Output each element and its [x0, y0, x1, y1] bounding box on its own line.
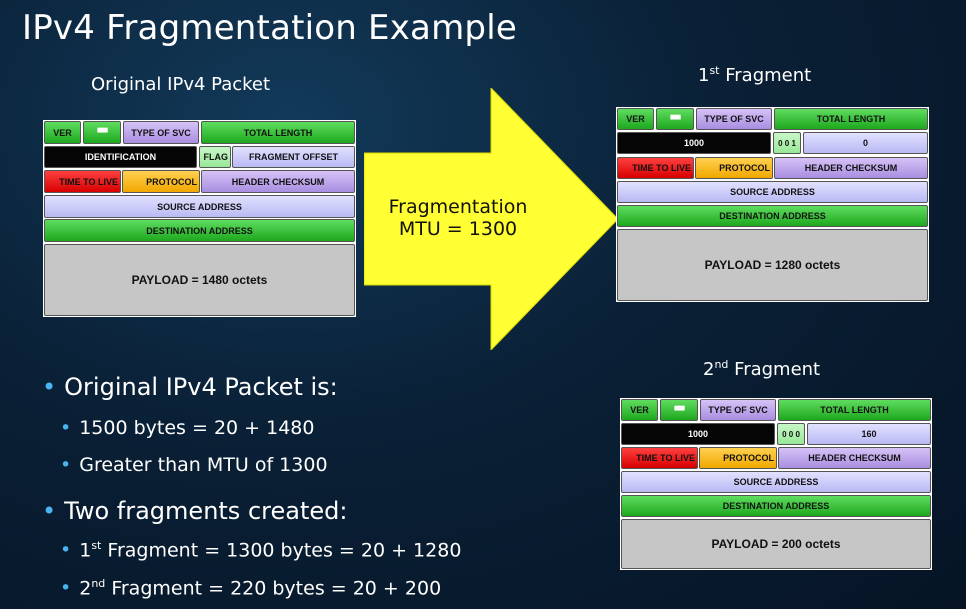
- f2-fragment-offset-field: 160: [807, 423, 931, 445]
- bullet-two-fragments: •Two fragments created:: [42, 497, 348, 525]
- f2-ihl-icon: ▀▀: [660, 399, 698, 421]
- bullet-dot-icon: •: [60, 454, 72, 476]
- f1-source-address-field: SOURCE ADDRESS: [617, 181, 928, 203]
- bullet-dot-icon: •: [42, 497, 57, 525]
- arrow-label: Fragmentation MTU = 1300: [378, 196, 538, 240]
- type-of-svc-field: TYPE OF SVC: [123, 121, 199, 144]
- f2-protocol-field: PROTOCOL: [699, 447, 777, 469]
- destination-address-field: DESTINATION ADDRESS: [44, 219, 355, 242]
- bullet-second-fragment: •2nd Fragment = 220 bytes = 20 + 200: [60, 577, 442, 600]
- identification-field: IDENTIFICATION: [44, 146, 197, 168]
- fragment-offset-field: FRAGMENT OFFSET: [232, 146, 355, 168]
- f1-protocol-field: PROTOCOL: [695, 157, 773, 179]
- f1-flag-field: 0 0 1: [773, 132, 801, 154]
- original-packet-diagram: VER ▀▀ TYPE OF SVC TOTAL LENGTH IDENTIFI…: [43, 120, 356, 317]
- protocol-field: PROTOCOL: [122, 170, 200, 193]
- f2-type-of-svc-field: TYPE OF SVC: [700, 399, 776, 421]
- f1-fragment-offset-field: 0: [803, 132, 928, 154]
- fragmentation-arrow: [364, 88, 619, 350]
- f2-destination-address-field: DESTINATION ADDRESS: [621, 495, 931, 517]
- f1-time-to-live-field: TIME TO LIVE: [617, 157, 694, 179]
- header-checksum-field: HEADER CHECKSUM: [201, 170, 355, 193]
- f2-total-length-field: TOTAL LENGTH: [778, 399, 931, 421]
- fragment2-diagram: VER ▀▀ TYPE OF SVC TOTAL LENGTH 1000 0 0…: [620, 398, 932, 570]
- slide-title: IPv4 Fragmentation Example: [22, 8, 517, 48]
- arrow-label-line1: Fragmentation: [388, 196, 528, 218]
- f1-header-checksum-field: HEADER CHECKSUM: [774, 157, 928, 179]
- original-packet-label: Original IPv4 Packet: [91, 74, 271, 95]
- f2-flag-field: 0 0 0: [777, 423, 805, 445]
- f1-ihl-icon: ▀▀: [656, 108, 694, 130]
- f2-time-to-live-field: TIME TO LIVE: [621, 447, 698, 469]
- bullet-dot-icon: •: [60, 577, 72, 600]
- f1-total-length-field: TOTAL LENGTH: [774, 108, 928, 130]
- arrow-label-line2: MTU = 1300: [398, 218, 518, 240]
- f1-type-of-svc-field: TYPE OF SVC: [696, 108, 772, 130]
- bullet-greater-than-mtu: •Greater than MTU of 1300: [60, 454, 328, 476]
- bullet-original-packet: •Original IPv4 Packet is:: [42, 373, 338, 401]
- f1-payload-field: PAYLOAD = 1280 octets: [617, 229, 928, 301]
- source-address-field: SOURCE ADDRESS: [44, 195, 355, 218]
- bullet-first-fragment: •1st Fragment = 1300 bytes = 20 + 1280: [60, 539, 462, 562]
- bullet-dot-icon: •: [42, 373, 57, 401]
- f1-ver-field: VER: [617, 108, 654, 130]
- f2-payload-field: PAYLOAD = 200 octets: [621, 519, 931, 569]
- ver-field: VER: [44, 121, 81, 144]
- f2-ver-field: VER: [621, 399, 658, 421]
- flag-field: FLAG: [199, 146, 231, 168]
- fragment1-diagram: VER ▀▀ TYPE OF SVC TOTAL LENGTH 1000 0 0…: [616, 107, 929, 302]
- bullet-1500-bytes: •1500 bytes = 20 + 1480: [60, 417, 315, 439]
- bullet-dot-icon: •: [60, 539, 72, 562]
- bullet-dot-icon: •: [60, 417, 72, 439]
- f2-header-checksum-field: HEADER CHECKSUM: [778, 447, 931, 469]
- f2-identification-field: 1000: [621, 423, 775, 445]
- ihl-icon: ▀▀: [83, 121, 121, 144]
- f1-destination-address-field: DESTINATION ADDRESS: [617, 205, 928, 227]
- f2-source-address-field: SOURCE ADDRESS: [621, 471, 931, 493]
- f1-identification-field: 1000: [617, 132, 771, 154]
- total-length-field: TOTAL LENGTH: [201, 121, 355, 144]
- time-to-live-field: TIME TO LIVE: [44, 170, 121, 193]
- payload-field: PAYLOAD = 1480 octets: [44, 244, 355, 316]
- fragment1-label: 1st Fragment: [698, 64, 812, 86]
- fragment2-label: 2nd Fragment: [703, 358, 821, 380]
